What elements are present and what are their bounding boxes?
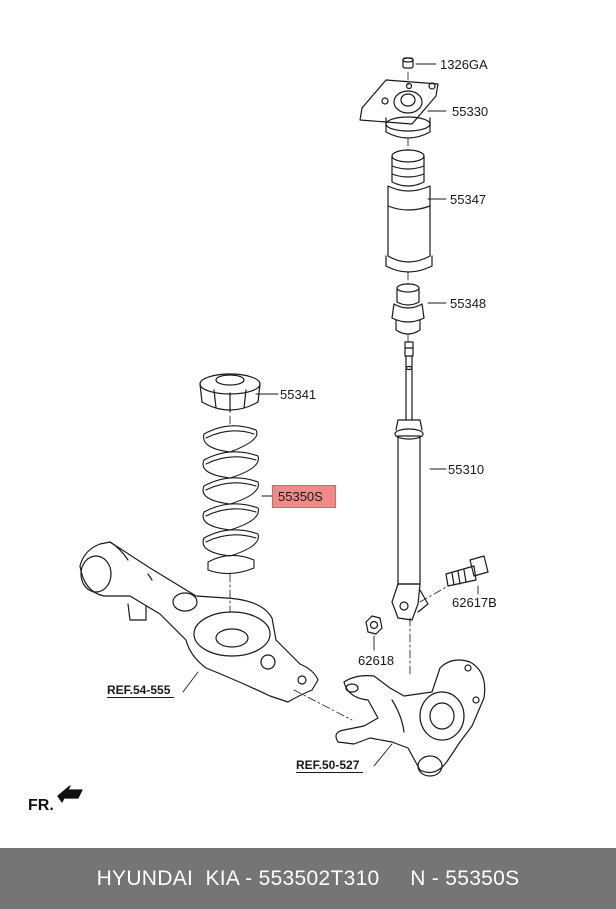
- bolt-part: [445, 555, 489, 587]
- lower-nut-part: [365, 615, 383, 635]
- lower-arm-part: [79, 541, 319, 703]
- bump-stopper-part: [391, 283, 425, 335]
- front-arrow-icon: [57, 785, 83, 803]
- callout-62618[interactable]: 62618: [358, 653, 395, 668]
- front-direction-label: FR.: [28, 797, 54, 814]
- callout-55330[interactable]: 55330: [452, 104, 489, 119]
- insulator-part: [359, 79, 439, 139]
- callout-55348[interactable]: 55348: [450, 296, 487, 311]
- callout-55350s[interactable]: 55350S: [278, 489, 323, 504]
- assembly-axis-lines: [229, 71, 449, 721]
- coil-spring-part: [202, 425, 259, 575]
- callout-55341[interactable]: 55341: [280, 387, 317, 402]
- knuckle-part: [335, 659, 486, 777]
- parts-diagram: [57, 57, 489, 803]
- footer-text: HYUNDAI KIA - 553502T310 N - 55350S: [96, 866, 520, 890]
- ref-knuckle[interactable]: REF.50-527: [296, 758, 364, 773]
- callout-62617b[interactable]: 62617B: [452, 595, 497, 610]
- top-nut-part: [402, 57, 414, 69]
- part-number-footer: HYUNDAI KIA - 553502T310 N - 55350S: [0, 848, 616, 909]
- leader-lines: [182, 63, 479, 767]
- spring-pad-part: [199, 373, 261, 413]
- ref-lower-arm[interactable]: REF.54-555: [107, 683, 175, 698]
- dust-cover-part: [385, 149, 433, 273]
- callout-55347[interactable]: 55347: [450, 192, 487, 207]
- selected-part-highlight: [272, 485, 336, 508]
- callout-1326ga[interactable]: 1326GA: [440, 57, 488, 72]
- callout-55310[interactable]: 55310: [448, 462, 485, 477]
- shock-absorber-part: [391, 341, 429, 621]
